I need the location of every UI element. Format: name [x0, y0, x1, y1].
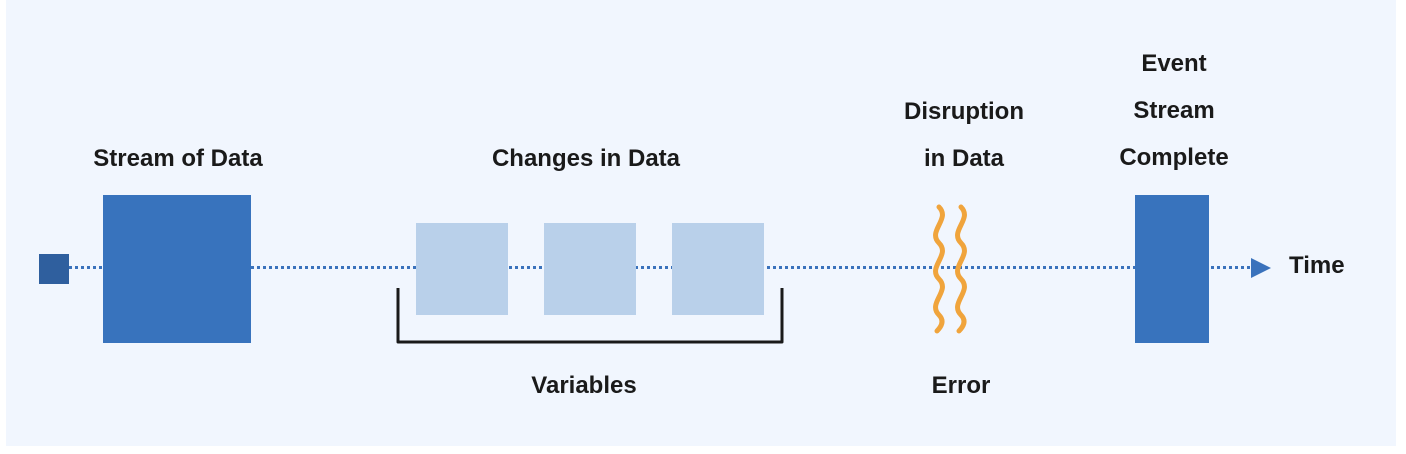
error-label: Error — [931, 372, 991, 399]
variable-block — [544, 223, 636, 315]
disruption-label-line2: in Data — [923, 145, 1004, 172]
complete-label-line1: Event — [1141, 50, 1207, 77]
time-axis-label: Time — [1289, 252, 1345, 279]
timeline-arrow-icon — [1251, 258, 1271, 278]
start-marker — [39, 254, 69, 284]
complete-label-line2: Stream — [1133, 97, 1215, 124]
variables-label: Variables — [531, 372, 637, 399]
diagram-canvas: Stream of Data Changes in Data Variables… — [6, 0, 1396, 446]
variable-block — [416, 223, 508, 315]
disruption-label-line1: Disruption — [904, 98, 1024, 125]
changes-in-data-label: Changes in Data — [491, 145, 681, 172]
stream-of-data-block — [103, 195, 251, 343]
error-wave-icon — [933, 204, 967, 334]
variable-block — [672, 223, 764, 315]
stream-of-data-label: Stream of Data — [93, 145, 263, 172]
complete-label-line3: Complete — [1119, 144, 1229, 171]
event-complete-block — [1135, 195, 1209, 343]
timeline-segment — [68, 266, 116, 269]
variables-bracket — [396, 288, 784, 344]
